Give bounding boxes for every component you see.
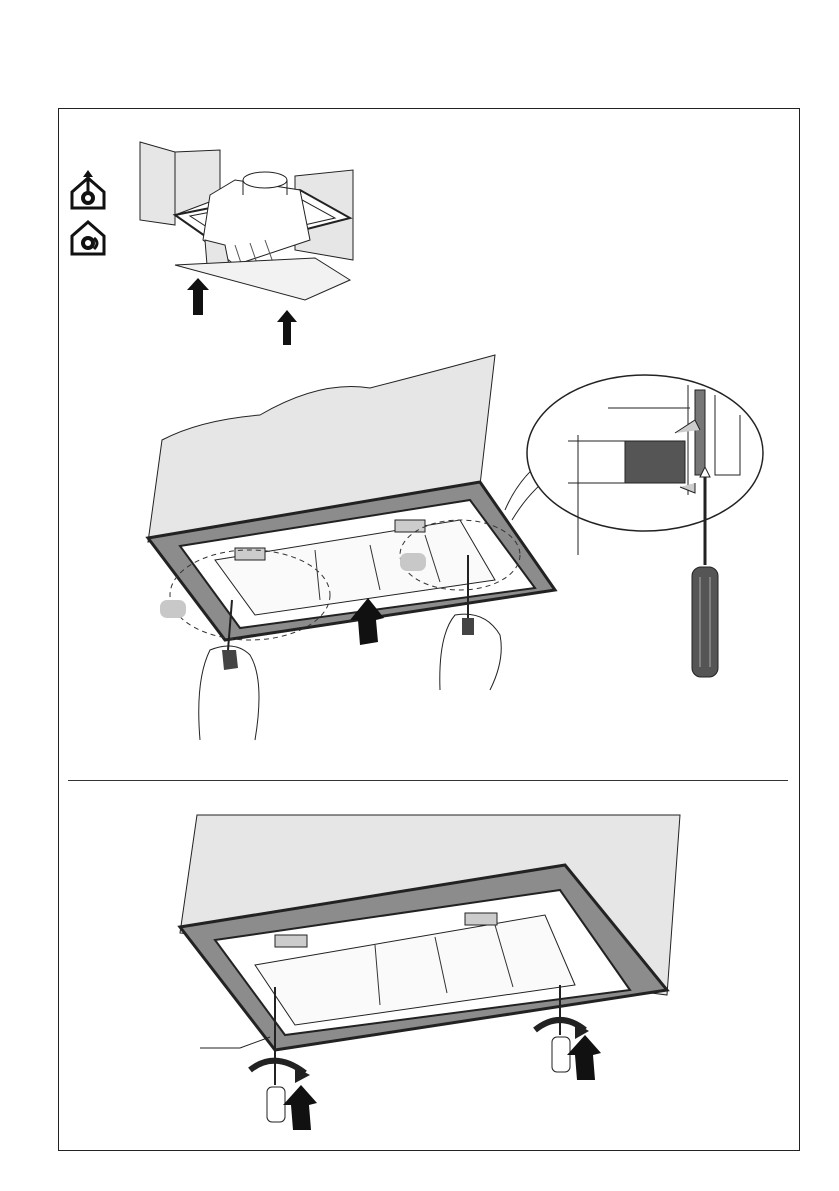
- section-divider: [68, 780, 788, 781]
- step-tighten-screws: [175, 805, 695, 1140]
- screwdriver-handle: [692, 567, 718, 677]
- recirculation-mode-icon: [68, 216, 108, 256]
- panel-section: [625, 441, 685, 483]
- up-arrow: [567, 1035, 601, 1080]
- up-arrow: [283, 1085, 317, 1130]
- detail-zoom: [500, 355, 800, 695]
- callout-badge: [160, 600, 186, 618]
- step-insert-hood: [135, 140, 365, 350]
- up-arrow: [277, 310, 297, 345]
- callout-badge: [400, 553, 426, 571]
- ceiling-wall: [140, 142, 175, 225]
- ducted-mode-icon: [68, 170, 108, 210]
- up-arrow: [187, 278, 209, 315]
